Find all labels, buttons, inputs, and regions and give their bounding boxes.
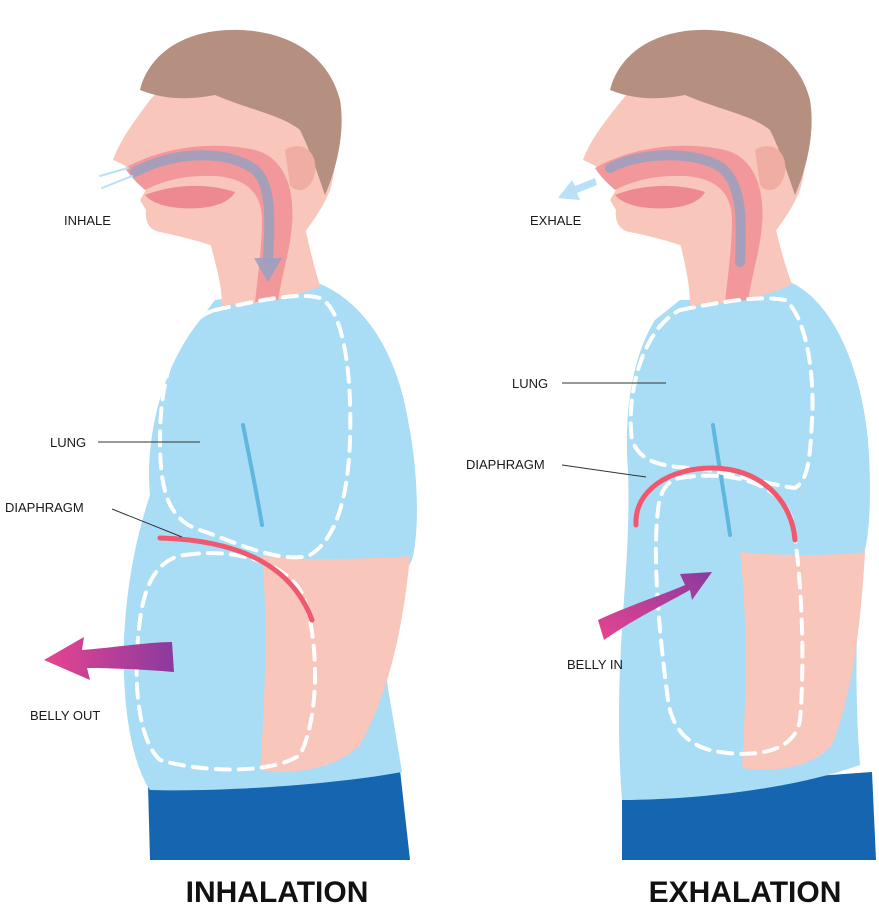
inhale-label: INHALE [64,213,111,228]
belly-in-label: BELLY IN [567,657,623,672]
exhalation-figure: EXHALE LUNG DIAPHRAGM BELLY IN EXHALATIO… [466,30,876,909]
exhalation-title: EXHALATION [649,876,842,909]
breath-out-arrow [558,178,597,200]
belly-out-label: BELLY OUT [30,708,100,723]
inhalation-figure: INHALE LUNG DIAPHRAGM BELLY OUT INHALATI… [5,30,417,909]
diaphragm-label: DIAPHRAGM [466,457,545,472]
exhale-label: EXHALE [530,213,582,228]
inhalation-title: INHALATION [186,876,369,909]
lung-label: LUNG [50,435,86,450]
lung-label: LUNG [512,376,548,391]
diaphragm-label: DIAPHRAGM [5,500,84,515]
